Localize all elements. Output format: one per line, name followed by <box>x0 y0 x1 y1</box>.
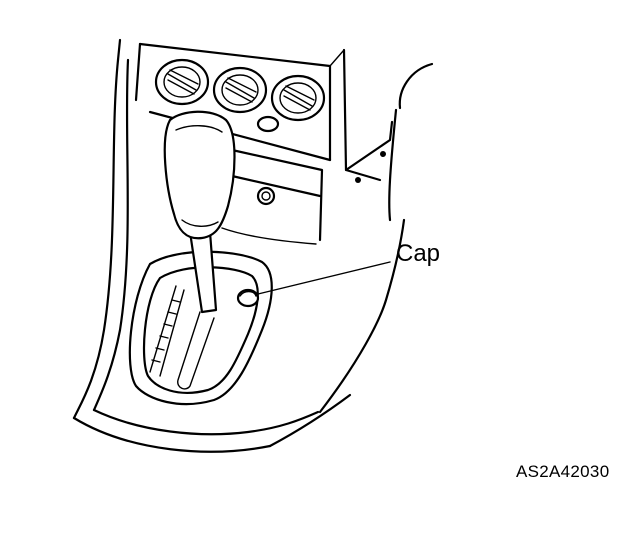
air-vent-center <box>212 66 268 114</box>
air-vent-right <box>270 74 326 122</box>
figure-code: AS2A42030 <box>516 462 610 481</box>
cap-label: Cap <box>396 240 441 267</box>
cap-leader-line <box>257 261 391 295</box>
console-box <box>221 148 324 245</box>
air-vent-left <box>154 58 210 106</box>
console-outline <box>72 38 434 453</box>
hazard-switch <box>256 115 280 133</box>
shift-lever <box>163 110 236 314</box>
shift-gate-surround <box>128 250 273 406</box>
shift-lock-cap <box>236 288 260 308</box>
